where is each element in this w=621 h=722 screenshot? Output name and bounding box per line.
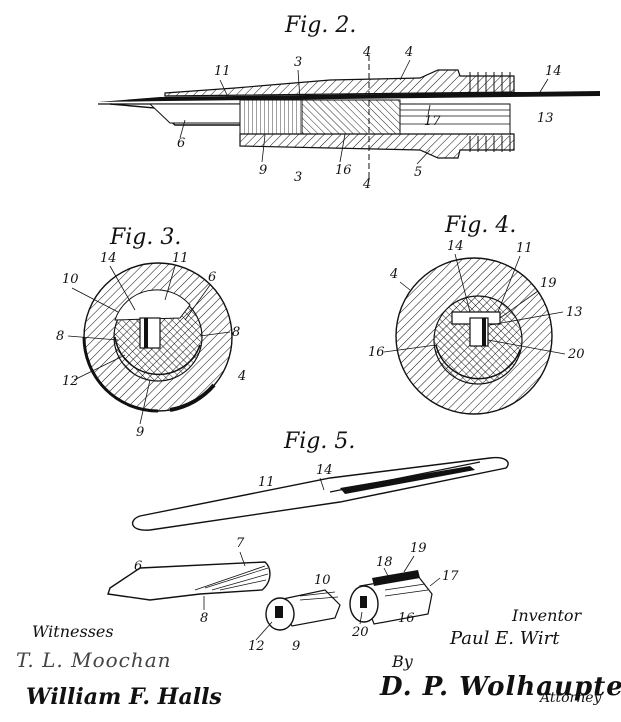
fig2-ref: 6	[177, 136, 185, 151]
fig2-ref: 4	[362, 45, 371, 60]
attorney-signature: D. P. Wolhaupter	[380, 672, 621, 702]
fig4-drawing: Fig. 4. 4 14 11 19 13 16 20	[368, 213, 585, 415]
parts-drawing: 7 6 8 10 12 9 18 19 17 20 16	[107, 536, 459, 654]
fig3-ref: 11	[172, 251, 189, 266]
fig3-ref: 12	[62, 374, 79, 389]
parts-ref: 17	[442, 569, 459, 584]
fig2-ref: 5	[414, 165, 422, 180]
fig3-ref: 14	[100, 251, 117, 266]
fig2-title: Fig. 2.	[284, 13, 356, 38]
parts-ref: 20	[351, 625, 369, 640]
attorney-label: Attorney	[540, 690, 602, 706]
fig4-ref: 14	[447, 239, 464, 254]
parts-ref: 8	[200, 611, 208, 626]
fig2-ref: 13	[537, 111, 554, 126]
fig3-title: Fig. 3.	[109, 225, 181, 250]
parts-ref: 18	[376, 555, 393, 570]
witness-1-signature: T. L. Moochan	[16, 648, 172, 672]
fig5-title: Fig. 5.	[283, 429, 355, 454]
inventor-signature: Paul E. Wirt	[450, 628, 560, 649]
fig3-ref: 4	[237, 369, 246, 384]
fig2-ref: 4	[404, 45, 413, 60]
fig3-ref: 10	[62, 272, 79, 287]
fig2-drawing: Fig. 2. 11	[98, 13, 600, 192]
parts-ref: 9	[292, 639, 300, 654]
parts-ref: 6	[134, 559, 142, 574]
fig5-ref: 11	[258, 475, 275, 490]
fig4-ref: 4	[389, 267, 398, 282]
parts-ref: 7	[236, 536, 245, 551]
fig3-ref: 8	[56, 329, 64, 344]
fig4-title: Fig. 4.	[444, 213, 516, 238]
fig2-ref: 4	[362, 177, 371, 192]
fig2-ref: 3	[294, 55, 302, 70]
fig2-ref: 16	[335, 163, 352, 178]
fig2-ref: 9	[259, 163, 267, 178]
fig4-ref: 13	[566, 305, 583, 320]
fig5-drawing: Fig. 5. 11 14	[131, 429, 509, 531]
parts-ref: 10	[314, 573, 331, 588]
parts-ref: 12	[248, 639, 265, 654]
fig2-ref: 14	[545, 64, 562, 79]
fig5-ref: 14	[316, 463, 333, 478]
inventor-label: Inventor	[512, 606, 582, 625]
fig3-ref: 8	[232, 325, 240, 340]
fig4-ref: 11	[516, 241, 533, 256]
fig3-ref: 9	[136, 425, 144, 440]
fig3-ref: 6	[208, 270, 216, 285]
fig3-drawing: Fig. 3. 10 14 11 6 8 8 12 9 4	[56, 225, 246, 440]
fig4-ref: 20	[567, 347, 585, 362]
witness-2-signature: William F. Halls	[26, 684, 222, 710]
by-label: By	[392, 652, 413, 671]
fig2-ref: 3	[294, 170, 302, 185]
fig2-ref: 17	[424, 114, 441, 129]
fig4-ref: 16	[368, 345, 385, 360]
parts-ref: 19	[410, 541, 427, 556]
fig2-ref: 11	[214, 64, 231, 79]
witnesses-label: Witnesses	[32, 622, 114, 641]
fig4-ref: 19	[540, 276, 557, 291]
parts-ref: 16	[398, 611, 415, 626]
